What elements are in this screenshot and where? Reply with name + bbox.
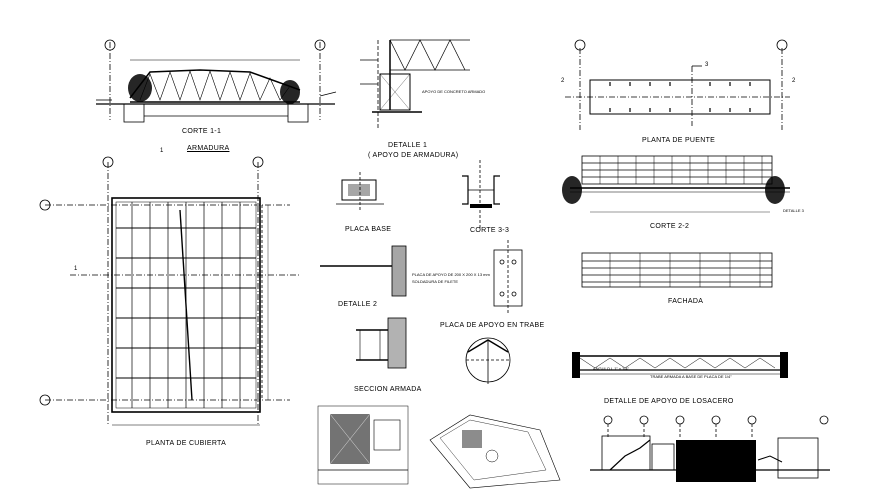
title-planta-cubierta: PLANTA DE CUBIERTA bbox=[146, 440, 227, 447]
title-corte-3-3: CORTE 3-3 bbox=[470, 227, 510, 234]
corte-2-2-drawing bbox=[562, 155, 790, 213]
grid-bubble bbox=[104, 39, 116, 51]
grid-bubble bbox=[747, 415, 757, 425]
grid-bubble bbox=[675, 415, 685, 425]
note-trabe-armada: TRABE ARMADA A BASE DE PLACA DE 1/4" bbox=[650, 374, 732, 379]
grid-bubble bbox=[603, 415, 613, 425]
title-planta-puente: PLANTA DE PUENTE bbox=[642, 137, 716, 144]
detalle-1-drawing bbox=[360, 39, 470, 130]
note-placa-apoyo: PLACA DE APOYO DE 200 X 200 X 13 mm bbox=[412, 272, 490, 277]
title-detalle-3: DETALLE 3 bbox=[783, 208, 804, 213]
title-armadura: ARMADURA bbox=[187, 145, 230, 152]
title-fachada: FACHADA bbox=[668, 298, 704, 305]
grid-bubble bbox=[314, 39, 326, 51]
title-placa-base: PLACA BASE bbox=[345, 226, 392, 233]
note-apoyo-concreto: APOYO DE CONCRETO ARMADO bbox=[422, 89, 486, 94]
section-marker-2-right: 2 bbox=[792, 78, 796, 84]
placa-apoyo-trabe-drawing bbox=[465, 337, 511, 384]
grid-bubble bbox=[102, 156, 114, 168]
grid-bubble bbox=[639, 415, 649, 425]
grid-bubble bbox=[574, 39, 586, 51]
note-soldadura: SOLDADURA DE FILETE bbox=[412, 279, 459, 284]
section-marker-1-top: 1 bbox=[160, 148, 164, 154]
grid-bubble bbox=[39, 394, 51, 406]
grid-bubble bbox=[711, 415, 721, 425]
detalle-3-drawing bbox=[590, 424, 830, 482]
title-corte-1-1: CORTE 1-1 bbox=[182, 128, 222, 135]
seccion-armada-drawing bbox=[317, 405, 561, 489]
grid-bubble bbox=[39, 199, 51, 211]
fachada-drawing bbox=[581, 252, 773, 288]
corte-3-3-drawing bbox=[462, 160, 500, 230]
grid-bubble bbox=[776, 39, 788, 51]
placa-base-drawing bbox=[336, 172, 384, 210]
title-apoyo-armadura: ( APOYO DE ARMADURA) bbox=[368, 152, 459, 159]
title-placa-apoyo-trabe: PLACA DE APOYO EN TRABE bbox=[440, 322, 545, 329]
title-seccion-armada: SECCION ARMADA bbox=[354, 386, 422, 393]
planta-cubierta-drawing bbox=[45, 162, 300, 426]
title-corte-2-2: CORTE 2-2 bbox=[650, 223, 690, 230]
planta-puente-drawing bbox=[565, 48, 790, 130]
corte-1-1-drawing bbox=[96, 42, 337, 123]
section-marker-1: 1 bbox=[74, 266, 78, 272]
detalle-losacero-drawing bbox=[572, 352, 788, 378]
title-detalle-2: DETALLE 2 bbox=[338, 301, 378, 308]
placa-apoyo-detail-drawing bbox=[320, 240, 523, 315]
grid-bubble bbox=[252, 156, 264, 168]
section-marker-2-left: 2 bbox=[561, 78, 565, 84]
note-angulo: ANGULO L 1" x 1/4" bbox=[593, 366, 630, 371]
section-marker-3: 3 bbox=[705, 62, 709, 68]
grid-bubble bbox=[819, 415, 829, 425]
title-detalle-losacero: DETALLE DE APOYO DE LOSACERO bbox=[604, 398, 734, 405]
detalle-2-drawing bbox=[356, 317, 407, 369]
title-detalle-1: DETALLE 1 bbox=[388, 142, 428, 149]
